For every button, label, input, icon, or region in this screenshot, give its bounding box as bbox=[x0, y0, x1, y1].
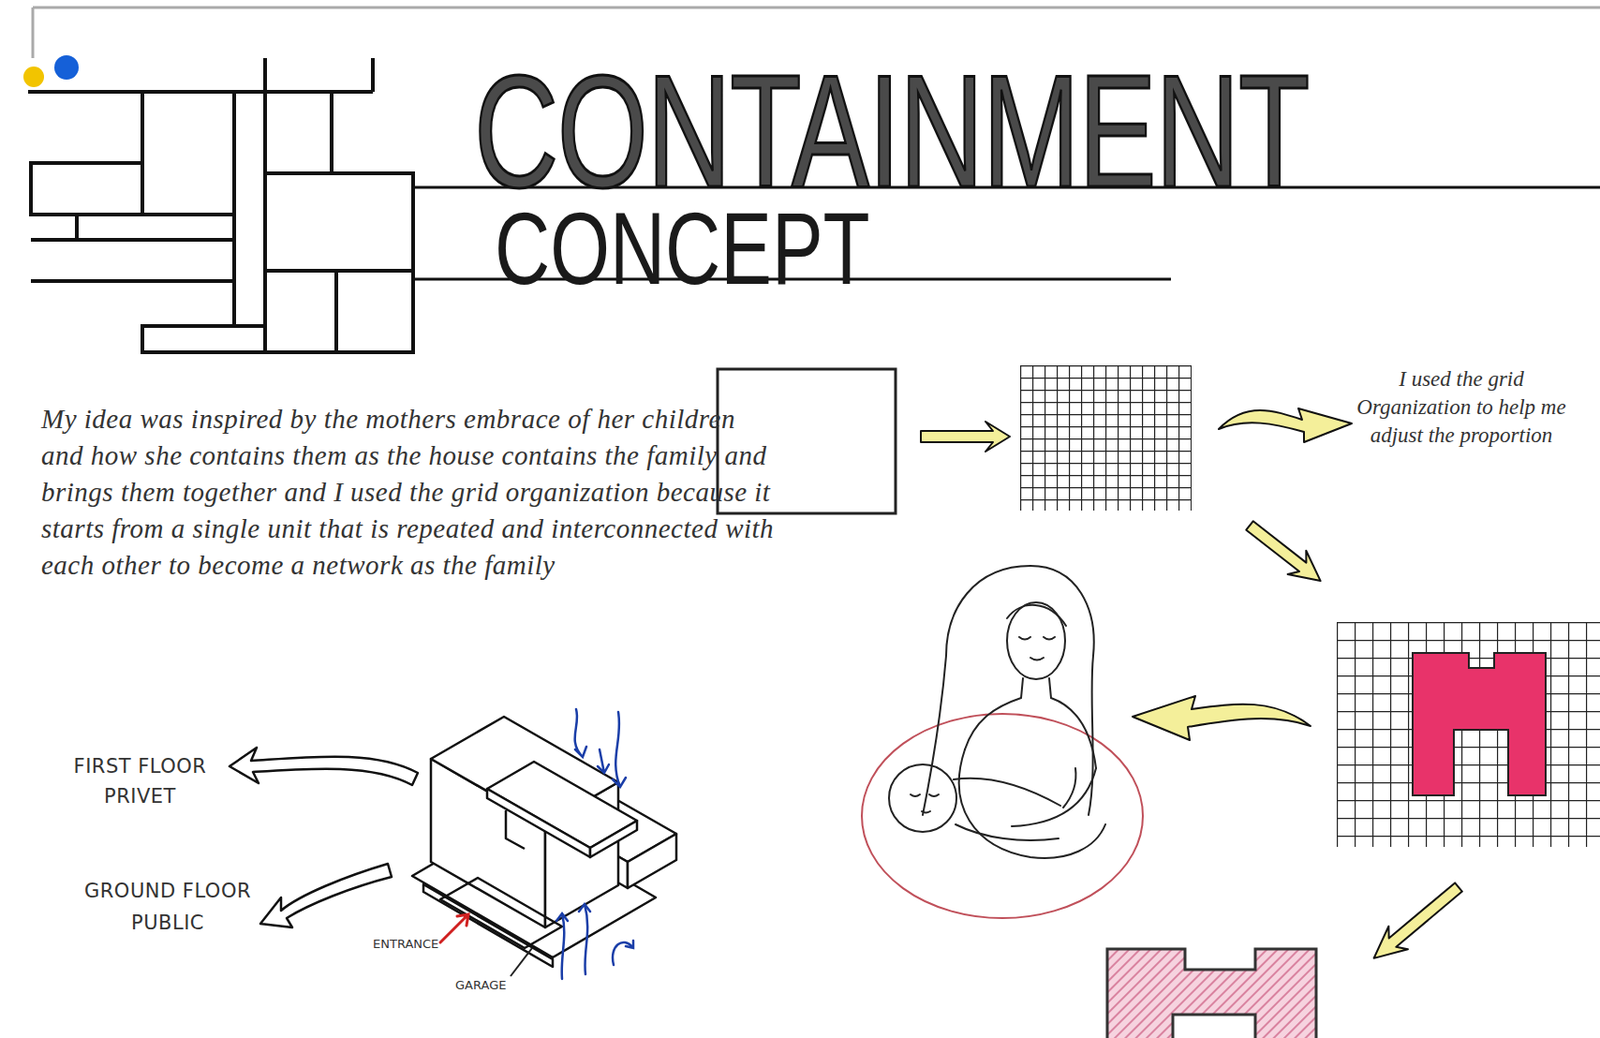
isometric-house bbox=[412, 716, 677, 967]
yellow-arrows bbox=[1218, 408, 1352, 443]
hatched-h-plan bbox=[1172, 1014, 1256, 1038]
wind-arrows bbox=[597, 749, 609, 773]
mother-embrace-sketch bbox=[861, 565, 1143, 919]
wind-arrows bbox=[578, 903, 591, 975]
entrance-arrow bbox=[440, 914, 469, 943]
maze-logo bbox=[265, 173, 414, 271]
maze-logo bbox=[30, 239, 235, 282]
hatched-h-plan bbox=[1107, 948, 1317, 1038]
mother-embrace-sketch bbox=[1019, 637, 1055, 661]
wind-arrows bbox=[556, 913, 568, 979]
mother-embrace-sketch bbox=[910, 794, 939, 814]
yellow-arrows bbox=[1363, 875, 1468, 970]
subtitle-text: CONCEPT bbox=[494, 196, 871, 300]
floor-label: FIRST FLOOR PRIVET bbox=[48, 751, 232, 812]
sheet-frame bbox=[32, 7, 1600, 59]
pin-dots bbox=[54, 55, 79, 80]
grid-with-h-plan bbox=[1336, 622, 1600, 847]
garage-label: GARAGE bbox=[455, 977, 506, 993]
maze-logo bbox=[140, 91, 145, 163]
grid-with-h-plan bbox=[1336, 622, 1600, 847]
wind-arrows bbox=[575, 709, 587, 757]
entrance-label: ENTRANCE bbox=[372, 936, 439, 952]
maze-logo bbox=[28, 58, 414, 353]
maze-logo bbox=[142, 325, 266, 353]
yellow-arrows bbox=[1240, 513, 1330, 593]
maze-logo bbox=[28, 58, 373, 92]
maze-logo bbox=[234, 58, 266, 326]
yellow-arrows bbox=[920, 421, 1010, 452]
wind-arrows bbox=[612, 711, 626, 787]
mother-embrace-sketch bbox=[959, 749, 1106, 859]
pin-dots bbox=[23, 55, 79, 88]
yellow-arrows bbox=[1132, 696, 1311, 741]
grid-with-h-plan bbox=[1412, 652, 1546, 796]
maze-logo bbox=[329, 91, 334, 174]
mother-embrace-sketch bbox=[1049, 678, 1097, 769]
yellow-arrows bbox=[1363, 875, 1468, 970]
mother-embrace-sketch bbox=[888, 764, 957, 832]
title-text: CONTAINMENT bbox=[474, 51, 1309, 211]
mother-embrace-sketch bbox=[861, 713, 1143, 919]
isometric-house bbox=[487, 788, 591, 858]
mother-embrace-sketch bbox=[953, 778, 1061, 806]
wind-arrows bbox=[556, 709, 634, 979]
mother-embrace-sketch bbox=[1011, 768, 1097, 827]
isometric-house bbox=[590, 820, 638, 858]
mother-embrace-sketch bbox=[1063, 768, 1076, 808]
wind-arrows bbox=[612, 940, 634, 965]
mother-embrace-sketch bbox=[964, 678, 1023, 750]
isometric-house bbox=[440, 877, 563, 949]
floor-callout-arrows bbox=[260, 863, 392, 928]
isometric-house bbox=[505, 810, 525, 849]
note-text: I used the grid Organization to help me … bbox=[1348, 365, 1574, 450]
floor-callout-arrows bbox=[229, 747, 418, 928]
floor-callout-arrows bbox=[229, 747, 418, 786]
grid-organization bbox=[1020, 365, 1192, 511]
sheet-frame bbox=[32, 7, 1600, 59]
grid-organization bbox=[1020, 365, 1192, 511]
concept-paragraph: My idea was inspired by the mothers embr… bbox=[41, 400, 782, 584]
mother-embrace-sketch bbox=[955, 824, 1059, 841]
mother-embrace-sketch bbox=[1007, 602, 1066, 680]
maze-logo bbox=[76, 214, 235, 240]
yellow-arrows bbox=[1240, 513, 1330, 593]
garage-leader bbox=[510, 948, 533, 977]
maze-logo bbox=[30, 162, 143, 215]
entrance-arrow bbox=[440, 914, 469, 943]
maze-logo bbox=[265, 270, 337, 353]
garage-leader bbox=[510, 948, 533, 977]
pin-dots bbox=[23, 66, 45, 88]
isometric-house bbox=[627, 833, 677, 889]
floor-label: GROUND FLOOR PUBLIC bbox=[69, 874, 267, 939]
maze-logo bbox=[336, 270, 414, 353]
